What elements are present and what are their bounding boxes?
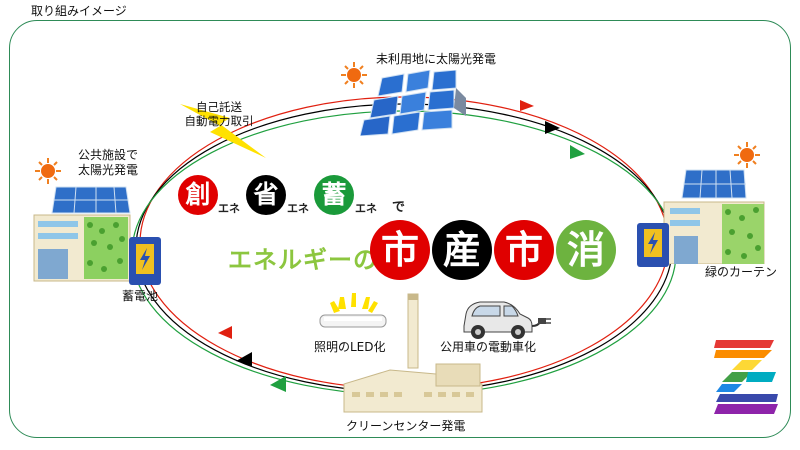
arrow-green-bottom bbox=[270, 376, 286, 392]
suffix-ene-3: エネ bbox=[355, 202, 377, 215]
kanji-store: 蓄 bbox=[314, 175, 354, 215]
kanji-save: 省 bbox=[246, 175, 286, 215]
sun-icon bbox=[734, 142, 760, 168]
label-self-wheeling-line1: 自己託送 bbox=[196, 100, 242, 114]
suffix-ene-1: エネ bbox=[218, 202, 240, 215]
arrow-red-bottom bbox=[218, 326, 232, 339]
suffix-ene-2: エネ bbox=[287, 202, 309, 215]
label-ev-cars: 公用車の電動車化 bbox=[440, 340, 537, 354]
label-cleaning-center: クリーンセンター発電 bbox=[346, 419, 466, 433]
big-city-1: 市 bbox=[370, 220, 430, 280]
big-city-2: 市 bbox=[494, 220, 554, 280]
car-icon bbox=[463, 301, 551, 339]
arrow-black-top bbox=[545, 121, 560, 134]
particle-de: で bbox=[392, 200, 406, 215]
label-green-curtain: 緑のカーテン bbox=[705, 265, 778, 279]
label-self-wheeling: 自己託送 自動電力取引 bbox=[178, 100, 260, 128]
solar-panel-icon bbox=[360, 70, 466, 136]
building-icon bbox=[663, 201, 765, 264]
label-public-facility: 公共施設で 太陽光発電 bbox=[68, 148, 148, 178]
label-self-wheeling-line2: 自動電力取引 bbox=[184, 114, 254, 128]
factory-icon bbox=[343, 293, 483, 413]
sun-icon bbox=[35, 158, 61, 184]
page-title: 取り組みイメージ bbox=[31, 4, 127, 18]
diagram-frame bbox=[9, 20, 791, 438]
arrow-black-bottom bbox=[236, 352, 252, 366]
building-icon bbox=[33, 186, 131, 282]
big-consume: 消 bbox=[556, 220, 616, 280]
label-led-lighting: 照明のLED化 bbox=[314, 340, 386, 354]
arrow-green-top bbox=[570, 145, 585, 159]
led-lamp-icon bbox=[319, 293, 387, 328]
label-public-facility-line2: 太陽光発電 bbox=[77, 163, 138, 177]
tagline-energy-of: エネルギーの bbox=[228, 246, 378, 274]
label-public-facility-line1: 公共施設で bbox=[77, 148, 138, 162]
arrow-red-top bbox=[520, 100, 534, 111]
label-battery: 蓄電池 bbox=[122, 289, 159, 303]
solar-panel-icon bbox=[681, 169, 747, 199]
big-produce: 産 bbox=[432, 220, 492, 280]
lightning-icon bbox=[180, 104, 266, 158]
label-solar-idle-land: 未利用地に太陽光発電 bbox=[376, 52, 497, 66]
kanji-create: 創 bbox=[178, 175, 218, 215]
battery-icon bbox=[129, 237, 161, 285]
logo-icon bbox=[714, 340, 778, 414]
sun-icon bbox=[341, 62, 367, 88]
battery-icon bbox=[637, 223, 669, 267]
